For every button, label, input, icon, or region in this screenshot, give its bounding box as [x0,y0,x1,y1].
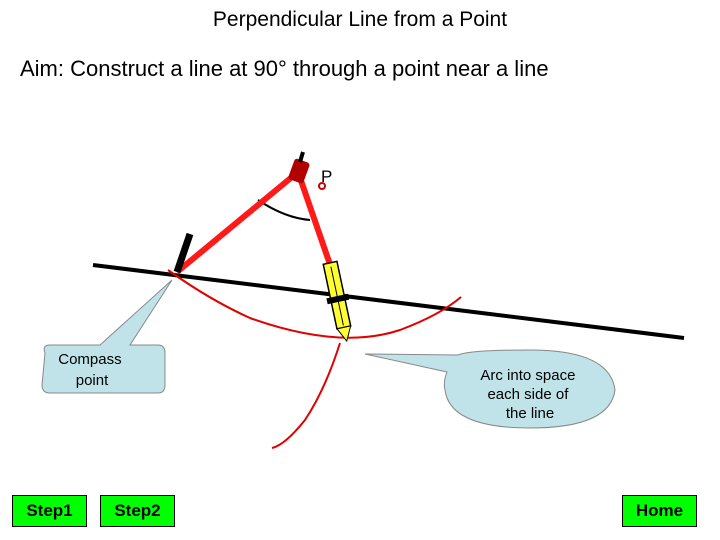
compass-pencil [322,260,352,343]
home-button[interactable]: Home [622,495,697,527]
compass-handle [298,151,305,163]
compass-leg-right [295,171,337,277]
compass-leg-left [175,169,300,275]
compass-hinge [288,158,310,184]
callout-compass-point [41,279,173,394]
point-p-label: P [321,167,332,186]
point-p [318,182,326,190]
slide-title: Perpendicular Line from a Point [212,8,508,31]
aim-text: Aim: Construct a line at 90° through a p… [20,56,549,81]
compass-needle [173,232,194,274]
callout-arc-info [364,349,616,429]
callout-compass-line2: point [76,372,109,389]
callout-arc-info-text: Arc into space each side of the line [480,367,579,422]
compass-angle-arc [257,199,311,221]
construction-arc [167,269,462,339]
step1-button[interactable]: Step1 [12,495,87,527]
construction-arc-lower [271,342,341,449]
step2-button[interactable]: Step2 [100,495,175,527]
given-line [92,263,685,340]
callout-arc-line1: Arc into space [480,367,575,384]
callout-arc-line3: the line [506,405,554,422]
callout-compass-point-text: Compass point [58,351,126,389]
callout-compass-line1: Compass [58,351,121,368]
callout-arc-line2: each side of [487,386,569,403]
